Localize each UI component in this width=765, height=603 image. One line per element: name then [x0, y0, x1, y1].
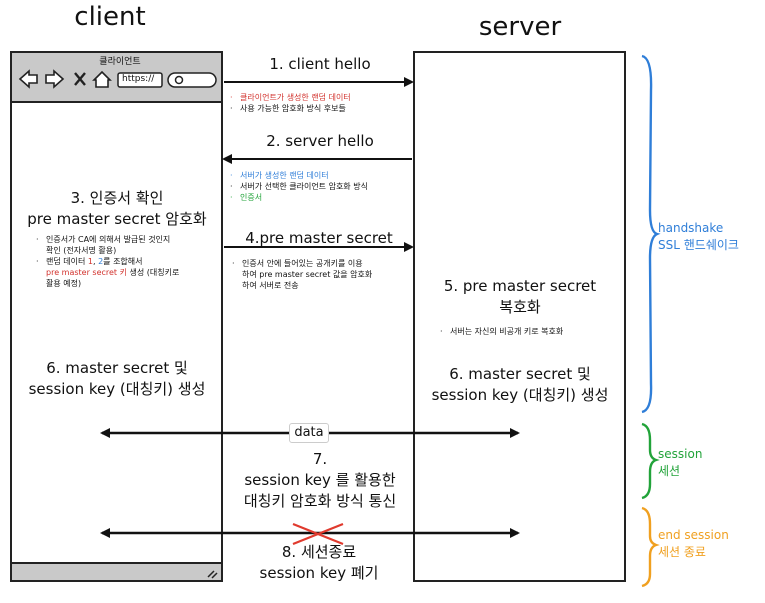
phase-session: session 세션	[658, 446, 758, 480]
step3-title-line1: 3. 인증서 확인	[70, 189, 164, 207]
step2-title: 2. server hello	[266, 132, 374, 150]
step3-note-2-line1: 랜덤 데이터 1, 2를 조합해서	[46, 256, 222, 267]
step3-note-2-line2: pre master secret 키 생성 (대칭키로	[46, 267, 222, 278]
step7-line2: session key 를 활용한	[244, 471, 396, 489]
step7-text: 7. session key 를 활용한 대칭키 암호화 방식 통신	[220, 449, 420, 512]
phase-end-line1: end session	[658, 528, 729, 542]
step3-note-2: 랜덤 데이터 1, 2를 조합해서 pre master secret 키 생성…	[36, 256, 222, 289]
step3-note-2-num1: 1	[87, 257, 93, 266]
client-header: client	[74, 2, 146, 32]
address-text: https://	[122, 74, 155, 84]
step4-note-line3: 하여 서버로 전송	[242, 281, 299, 290]
server-window	[413, 51, 626, 582]
step2-notes: 서버가 생성한 랜덤 데이터 서버가 선택한 클라이언트 암호화 방식 인증서	[230, 170, 415, 203]
step1-title: 1. client hello	[269, 55, 371, 73]
phase-handshake-line1: handshake	[658, 221, 724, 235]
step3-title: 3. 인증서 확인 pre master secret 암호화	[12, 188, 222, 230]
phase-handshake-line2: SSL 핸드쉐이크	[658, 238, 739, 252]
step7-line3: 대칭키 암호화 방식 통신	[243, 492, 397, 510]
client-window	[10, 51, 223, 582]
step2-note-3: 인증서	[230, 192, 415, 203]
search-icon	[174, 75, 184, 85]
step8-line1: 8. 세션종료	[281, 543, 357, 561]
step5-notes: 서버는 자신의 비공개 키로 복호화	[440, 326, 624, 337]
cross-mark	[292, 522, 344, 546]
data-label: data	[289, 423, 329, 443]
phase-end-session: end session 세션 종료	[658, 527, 763, 561]
step8-line2: session key 폐기	[259, 564, 379, 582]
phase-end-line2: 세션 종료	[658, 545, 706, 559]
step6-server-line1: 6. master secret 및	[449, 365, 591, 383]
phase-handshake: handshake SSL 핸드쉐이크	[658, 220, 763, 254]
step7-line1: 7.	[312, 450, 328, 468]
step4-title: 4.pre master secret	[245, 229, 393, 247]
step6-client-line1: 6. master secret 및	[46, 359, 188, 377]
step1-note-1: 클라이언트가 생성한 랜덤 데이터	[230, 92, 410, 103]
step4-note-line1: 인증서 안에 들어있는 공개키를 이용	[242, 259, 363, 268]
address-bar	[117, 72, 163, 88]
step4-notes: 인증서 안에 들어있는 공개키를 이용 하여 pre master secret…	[232, 258, 414, 291]
step1-note-2: 사용 가능한 암호화 방식 후보들	[230, 103, 410, 114]
step6-client: 6. master secret 및 session key (대칭키) 생성	[12, 358, 222, 400]
close-icon	[74, 72, 86, 86]
handshake-brace	[641, 54, 661, 414]
step3-note-2-suffix: 를 조합해서	[103, 257, 143, 266]
step2-note-2: 서버가 선택한 클라이언트 암호화 방식	[230, 181, 415, 192]
step3-note-2-num2: 2	[98, 257, 104, 266]
step4-note: 인증서 안에 들어있는 공개키를 이용 하여 pre master secret…	[232, 258, 414, 291]
back-icon	[18, 69, 38, 89]
step3-note-1: 인증서가 CA에 의해서 발급된 것인지 확인 (전자서명 활용)	[36, 234, 222, 256]
session-brace	[641, 422, 660, 500]
step3-note-2-rest: 생성 (대칭키로	[126, 268, 180, 277]
phase-session-line2: 세션	[658, 464, 681, 478]
step3-note-1-line2: 확인 (전자서명 활용)	[46, 246, 117, 255]
step3-note-2-line3: 활용 예정)	[46, 279, 82, 288]
phase-session-line1: session	[658, 447, 703, 461]
step5-title-line1: 5. pre master secret	[443, 277, 597, 295]
step5-title: 5. pre master secret 복호화	[415, 276, 625, 318]
step3-notes: 인증서가 CA에 의해서 발급된 것인지 확인 (전자서명 활용) 랜덤 데이터…	[36, 234, 222, 289]
server-header: server	[478, 12, 562, 42]
forward-icon	[45, 69, 65, 89]
browser-title: 클라이언트	[99, 57, 141, 67]
step3-note-1-line1: 인증서가 CA에 의해서 발급된 것인지	[46, 235, 171, 244]
step6-server-line2: session key (대칭키) 생성	[431, 386, 609, 404]
step1-notes: 클라이언트가 생성한 랜덤 데이터 사용 가능한 암호화 방식 후보들	[230, 92, 410, 114]
step6-client-line2: session key (대칭키) 생성	[28, 380, 206, 398]
step3-title-line2: pre master secret 암호화	[27, 210, 207, 228]
step8-text: 8. 세션종료 session key 폐기	[226, 542, 412, 584]
resize-grip-icon-2	[211, 572, 218, 579]
step4-note-line2: 하여 pre master secret 값을 암호화	[242, 270, 373, 279]
step3-note-2-sep: ,	[92, 257, 99, 266]
end-session-brace	[641, 506, 660, 588]
home-icon	[92, 70, 112, 88]
step3-note-2-prefix: 랜덤 데이터	[46, 257, 88, 266]
step2-note-1: 서버가 생성한 랜덤 데이터	[230, 170, 415, 181]
step5-title-line2: 복호화	[499, 298, 541, 316]
step5-note: 서버는 자신의 비공개 키로 복호화	[440, 326, 624, 337]
resize-grip-icon	[207, 570, 215, 578]
step6-server: 6. master secret 및 session key (대칭키) 생성	[415, 364, 625, 406]
step3-note-2-key: pre master secret 키	[46, 268, 127, 277]
browser-statusbar	[10, 562, 223, 582]
